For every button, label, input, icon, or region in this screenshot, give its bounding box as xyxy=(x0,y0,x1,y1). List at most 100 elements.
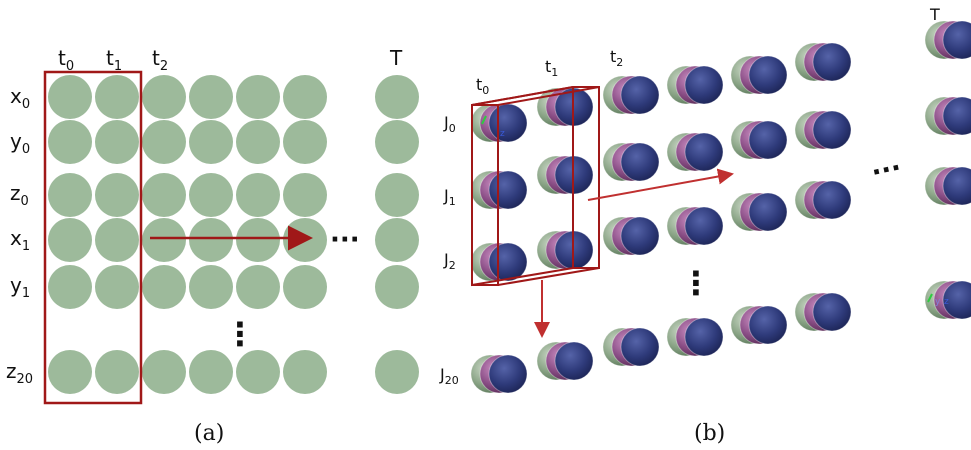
grid-circle xyxy=(142,75,186,119)
joint-sphere-triplet xyxy=(730,120,788,160)
grid-circle xyxy=(375,75,419,119)
panel-b-row-label-J0: J0 xyxy=(443,113,456,135)
grid-circle xyxy=(236,265,280,309)
joint-sphere-triplet xyxy=(924,280,971,320)
grid-circle xyxy=(189,265,233,309)
panel-a-col-label-T: T xyxy=(389,46,403,70)
joint-sphere-triplet xyxy=(602,75,660,115)
panel-a-col-label-t0: t0 xyxy=(58,46,74,74)
grid-circle xyxy=(142,350,186,394)
panel-b-col-label-t1: t1 xyxy=(545,57,558,79)
grid-circle xyxy=(189,75,233,119)
panel-a-row-label-y0: y0 xyxy=(10,129,30,157)
joint-sphere-triplet xyxy=(602,216,660,256)
joint-sphere-triplet xyxy=(666,206,724,246)
panel-b-col-label-T: T xyxy=(929,5,940,24)
panel-b-axis-gizmo-j0: z xyxy=(481,115,505,139)
grid-circle xyxy=(48,120,92,164)
panel-b-ellipsis-horizontal: ··· xyxy=(869,153,904,189)
joint-sphere-triplet xyxy=(536,230,594,270)
grid-circle xyxy=(236,218,280,262)
joint-sphere-triplet xyxy=(730,305,788,345)
grid-circle xyxy=(95,265,139,309)
grid-circle xyxy=(189,218,233,262)
grid-circle xyxy=(48,265,92,309)
grid-circle xyxy=(142,173,186,217)
panel-a-row-label-y1: y1 xyxy=(10,273,30,301)
grid-circle xyxy=(283,173,327,217)
grid-circle xyxy=(48,350,92,394)
panel-a-row-label-z0: z0 xyxy=(10,181,29,209)
grid-circle xyxy=(236,75,280,119)
grid-circle xyxy=(48,173,92,217)
joint-sphere-triplet xyxy=(536,155,594,195)
panel-a-row-label-z20: z20 xyxy=(6,359,33,387)
grid-circle xyxy=(283,75,327,119)
panel-b-ellipsis-vertical: ⋮ xyxy=(680,264,712,302)
grid-circle xyxy=(283,265,327,309)
panel-b-joint-grid: t0 t1 t2 T J0 J1 J2 J20 ··· ⋮ z xyxy=(439,5,971,446)
panel-b-shift-arrow-right xyxy=(587,168,734,201)
joint-sphere-triplet xyxy=(602,142,660,182)
joint-sphere-triplet xyxy=(924,20,971,60)
panel-b-row-label-J1: J1 xyxy=(443,186,456,208)
grid-circle xyxy=(95,120,139,164)
grid-circle xyxy=(142,265,186,309)
joint-sphere-triplet xyxy=(794,180,852,220)
grid-circle xyxy=(189,173,233,217)
grid-circle xyxy=(236,173,280,217)
grid-circle xyxy=(48,75,92,119)
joint-sphere-triplet xyxy=(666,132,724,172)
panel-a-caption: (a) xyxy=(194,421,224,446)
grid-circle xyxy=(375,120,419,164)
panel-a-feature-grid: t0 t1 t2 T x0 y0 z0 x1 y1 z20 ··· ⋮ xyxy=(6,46,419,446)
joint-sphere-triplet xyxy=(602,327,660,367)
joint-sphere-triplet xyxy=(536,87,594,127)
joint-sphere-triplet xyxy=(794,292,852,332)
panel-b-row-label-J20: J20 xyxy=(439,365,459,387)
panel-b-col-label-t0: t0 xyxy=(476,75,489,97)
panel-a-ellipsis-horizontal: ··· xyxy=(330,225,360,255)
joint-sphere-triplet xyxy=(794,42,852,82)
grid-circle xyxy=(95,218,139,262)
grid-circle xyxy=(375,218,419,262)
panel-b-sphere-grid xyxy=(470,20,971,394)
panel-b-col-label-t2: t2 xyxy=(610,47,623,69)
grid-circle xyxy=(375,173,419,217)
grid-circle xyxy=(189,350,233,394)
svg-text:z: z xyxy=(944,297,949,307)
joint-sphere-triplet xyxy=(470,103,528,143)
panel-a-col-label-t2: t2 xyxy=(152,46,168,74)
joint-sphere-triplet xyxy=(794,110,852,150)
svg-text:z: z xyxy=(500,129,505,139)
svg-text:y: y xyxy=(935,297,941,307)
grid-circle xyxy=(236,120,280,164)
grid-circle xyxy=(283,120,327,164)
joint-sphere-triplet xyxy=(666,65,724,105)
grid-circle xyxy=(142,218,186,262)
grid-circle xyxy=(375,265,419,309)
joint-sphere-triplet xyxy=(666,317,724,357)
panel-a-window-box xyxy=(43,70,143,405)
joint-sphere-triplet xyxy=(536,341,594,381)
panel-b-window-box xyxy=(471,86,600,287)
joint-sphere-triplet xyxy=(470,170,528,210)
joint-sphere-triplet xyxy=(470,354,528,394)
panel-a-row-label-x0: x0 xyxy=(10,84,30,112)
grid-circle xyxy=(95,173,139,217)
grid-circle xyxy=(375,350,419,394)
joint-sphere-triplet xyxy=(730,192,788,232)
grid-circle xyxy=(95,350,139,394)
grid-circle xyxy=(189,120,233,164)
joint-sphere-triplet xyxy=(730,55,788,95)
panel-b-row-label-J2: J2 xyxy=(443,250,456,272)
panel-a-col-label-t1: t1 xyxy=(106,46,122,74)
grid-circle xyxy=(236,350,280,394)
panel-a-row-label-x1: x1 xyxy=(10,226,30,254)
grid-circle xyxy=(283,350,327,394)
panel-b-axis-gizmo-T: y z xyxy=(927,293,949,307)
panel-a-ellipsis-vertical: ⋮ xyxy=(224,315,256,353)
grid-circle xyxy=(283,218,327,262)
panel-a-circle-grid xyxy=(48,75,419,394)
